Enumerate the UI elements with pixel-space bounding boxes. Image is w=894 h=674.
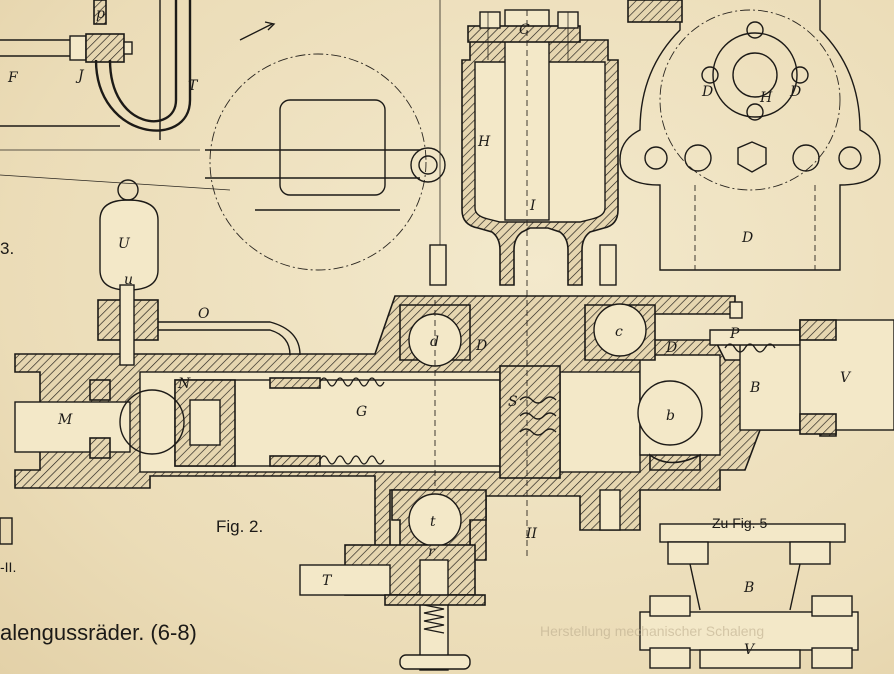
label-U: U xyxy=(118,236,131,252)
label-F: F xyxy=(7,70,19,86)
label-u: u xyxy=(124,272,133,288)
label-D-2: D xyxy=(789,84,801,100)
label-D-5: D xyxy=(665,340,677,356)
ghost-text: Herstellung mechanischer Schaleng xyxy=(540,623,764,639)
label-S: S xyxy=(508,394,518,410)
left-box xyxy=(0,517,13,545)
label-M: M xyxy=(57,412,73,428)
label-b: b xyxy=(666,408,675,424)
bottom-title: alengussräder. (6-8) xyxy=(0,620,197,645)
label-O: O xyxy=(198,306,210,322)
label-B: B xyxy=(749,380,760,396)
pump-body xyxy=(14,179,894,671)
label-II: II xyxy=(525,526,538,542)
label-V-detail: V xyxy=(744,642,756,658)
label-C: C xyxy=(519,22,530,38)
label-D-1: D xyxy=(701,84,713,100)
label-I: I xyxy=(529,198,536,214)
left-top-figure xyxy=(0,0,231,191)
air-vessel-H xyxy=(461,9,619,300)
label-H: H xyxy=(477,134,491,150)
label-G: G xyxy=(356,404,367,420)
caption-left-II: -II. xyxy=(0,559,16,575)
label-V: V xyxy=(840,370,852,386)
end-view xyxy=(619,0,881,271)
label-T-top: T xyxy=(188,78,199,94)
caption-fig2: Fig. 2. xyxy=(216,517,263,536)
label-D-3: D xyxy=(741,230,753,246)
label-T-bottom: T xyxy=(322,573,333,589)
label-H-end: H xyxy=(759,90,773,106)
label-N: N xyxy=(177,376,191,392)
label-p: p xyxy=(96,6,105,22)
label-d: d xyxy=(430,334,439,350)
wheel-outline xyxy=(209,53,427,271)
lever-arm xyxy=(205,0,446,270)
label-P: P xyxy=(729,326,740,342)
label-c: c xyxy=(615,324,623,340)
detail-fig5 xyxy=(639,523,859,669)
caption-left-3: 3. xyxy=(0,239,14,258)
label-r: r xyxy=(428,544,436,560)
caption-zu-fig5: Zu Fig. 5 xyxy=(712,515,767,531)
label-t: t xyxy=(430,514,436,530)
label-J: J xyxy=(75,68,85,84)
label-D-4: D xyxy=(475,338,487,354)
label-B-detail: B xyxy=(743,580,754,596)
